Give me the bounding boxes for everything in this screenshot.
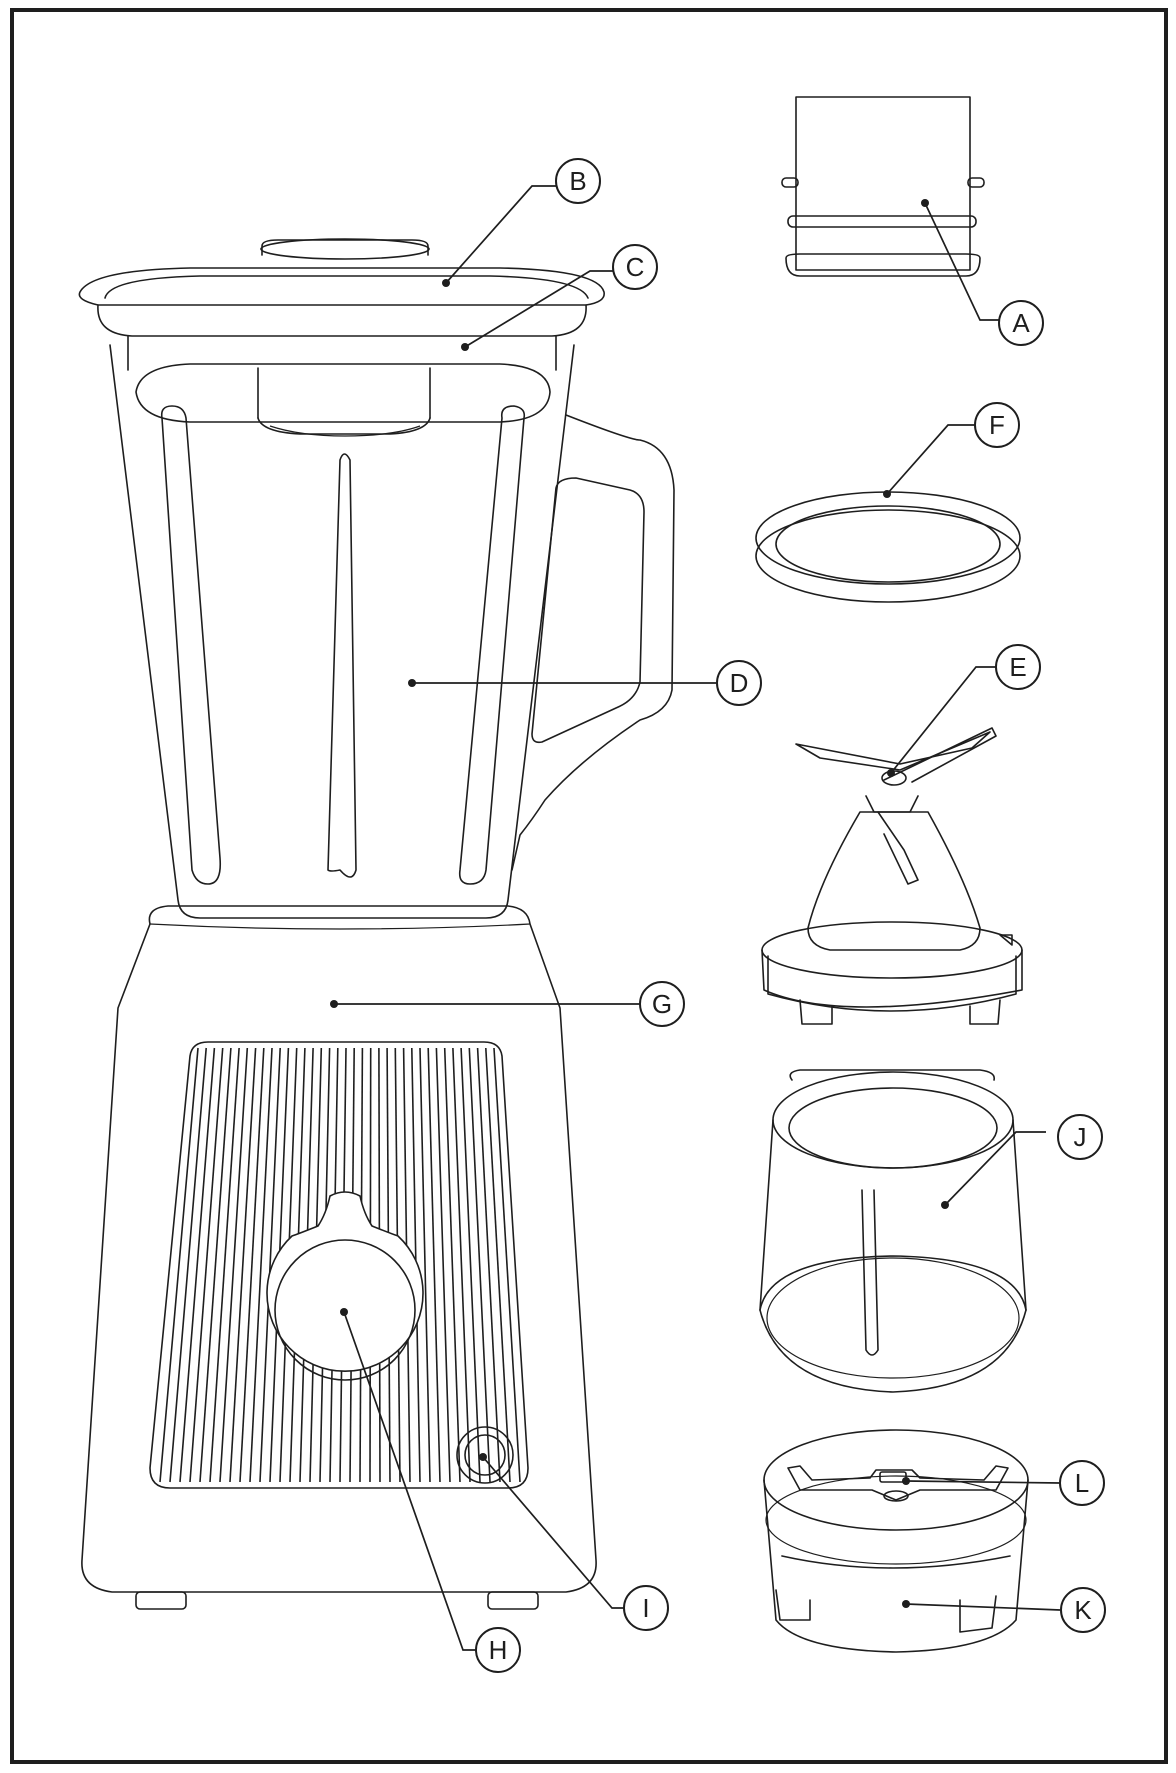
panel-rib bbox=[476, 1047, 501, 1483]
panel-rib bbox=[452, 1047, 471, 1483]
callout-D: D bbox=[716, 660, 762, 706]
callout-A: A bbox=[998, 300, 1044, 346]
measuring-cup bbox=[781, 96, 985, 277]
motor-base bbox=[81, 905, 597, 1610]
grinder-cup bbox=[759, 1069, 1027, 1393]
panel-rib bbox=[468, 1047, 491, 1483]
callout-label-J: J bbox=[1074, 1122, 1087, 1152]
callout-label-B: B bbox=[569, 166, 586, 196]
callout-C: C bbox=[612, 244, 658, 290]
panel-rib bbox=[169, 1047, 207, 1483]
callout-label-F: F bbox=[989, 410, 1005, 440]
panel-rib bbox=[460, 1047, 481, 1483]
callout-label-E: E bbox=[1009, 652, 1026, 682]
sealing-ring bbox=[755, 491, 1021, 603]
panel-rib bbox=[189, 1047, 224, 1483]
panel-rib bbox=[239, 1047, 265, 1483]
panel-rib bbox=[229, 1047, 257, 1483]
callout-label-K: K bbox=[1074, 1595, 1092, 1625]
callout-J: J bbox=[1057, 1114, 1103, 1160]
callout-E: E bbox=[995, 644, 1041, 690]
callout-K: K bbox=[1060, 1587, 1106, 1633]
leader-lines bbox=[330, 185, 1061, 1651]
callout-label-L: L bbox=[1075, 1468, 1089, 1498]
panel-rib bbox=[259, 1047, 281, 1483]
panel-rib bbox=[209, 1047, 240, 1483]
blender-jug bbox=[78, 238, 675, 919]
panel-rib bbox=[485, 1047, 511, 1483]
callout-label-G: G bbox=[652, 989, 672, 1019]
panel-rib bbox=[493, 1047, 521, 1483]
callout-label-A: A bbox=[1012, 308, 1030, 338]
callout-G: G bbox=[639, 981, 685, 1027]
callout-label-D: D bbox=[730, 668, 749, 698]
panel-rib bbox=[179, 1047, 216, 1483]
callout-label-C: C bbox=[626, 252, 645, 282]
callout-L: L bbox=[1059, 1460, 1105, 1506]
callout-label-I: I bbox=[642, 1593, 649, 1623]
panel-rib bbox=[435, 1047, 451, 1483]
panel-rib bbox=[249, 1047, 273, 1483]
callout-B: B bbox=[555, 158, 601, 204]
frame-border bbox=[10, 8, 1168, 1764]
panel-rib bbox=[427, 1047, 441, 1483]
pulse-button bbox=[456, 1426, 514, 1484]
panel-rib bbox=[419, 1047, 431, 1483]
panel-rib bbox=[443, 1047, 461, 1483]
grinder-blade-base bbox=[763, 1429, 1029, 1653]
callout-I: I bbox=[623, 1585, 669, 1631]
callout-H: H bbox=[475, 1627, 521, 1673]
panel-rib bbox=[219, 1047, 249, 1483]
panel-rib bbox=[199, 1047, 232, 1483]
panel-rib bbox=[159, 1047, 199, 1483]
speed-dial bbox=[266, 1191, 424, 1381]
callout-F: F bbox=[974, 402, 1020, 448]
callout-label-H: H bbox=[489, 1635, 508, 1665]
